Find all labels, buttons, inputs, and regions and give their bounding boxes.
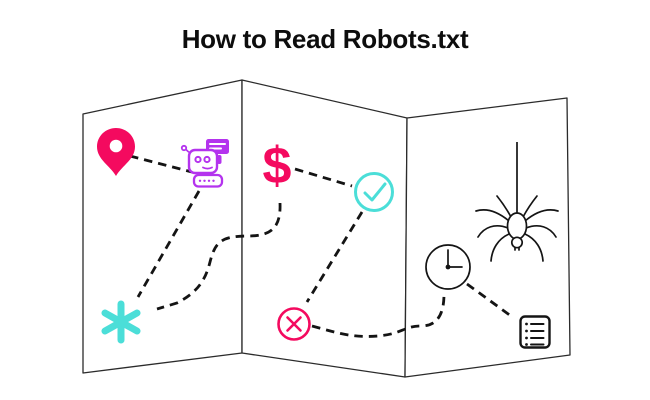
check-circle-icon [354,172,394,212]
check-mark [363,182,387,202]
route-dollar-curve [156,202,282,311]
spider-leg [522,195,538,218]
map-panel-middle [241,79,408,378]
dollar-sign-icon: $ [263,137,292,195]
clock-center-dot [445,264,451,270]
robot-body-dots [198,179,215,182]
spider-fangs [514,246,520,251]
spider-leg [496,195,512,218]
spider-leg [524,233,544,262]
check-circle-ring [354,172,394,212]
asterisk-icon [101,300,141,344]
robot-head [187,148,219,175]
robot-eye [194,155,202,164]
robot-eye [203,155,211,164]
x-circle-icon [277,307,311,341]
route-robot-to-asterisk [136,190,201,298]
x-mark [286,316,302,332]
spider-abdomen [506,212,528,240]
list-bullet [525,336,528,340]
list-bullet [525,343,528,346]
robot-dot [207,179,211,182]
robot-dot [203,179,206,182]
list-rows [525,322,545,346]
spider-leg [524,209,559,222]
route-x-to-clock [311,293,446,338]
route-pin-to-robot [129,154,193,174]
pin-hole [109,139,123,153]
spider-legs [475,195,559,262]
route-dollar-to-check [294,167,353,188]
robot-dot [198,179,202,182]
robot-ear [217,155,222,164]
spider-leg [477,225,509,238]
route-clock-to-list [466,282,512,318]
clock-icon [425,244,471,290]
robot-dot [212,179,215,182]
dashed-route [129,154,512,338]
location-pin-icon [97,128,135,176]
spider-head [510,236,524,249]
robot-antenna [180,144,188,152]
robot-mouth [202,166,213,170]
asterisk-stroke [101,309,141,335]
list-bullet [525,329,528,333]
list-note-icon [519,315,551,349]
page-title: How to Read Robots.txt [181,24,469,54]
spider-icon [475,142,559,262]
spider-leg [525,225,557,238]
map-outline [82,79,571,378]
spider-leg [475,209,510,222]
robot-chat-icon [180,139,229,188]
list-bullet [525,322,528,326]
route-check-to-x [305,211,364,303]
spider-leg [490,233,510,262]
map-panel-right [404,97,571,378]
